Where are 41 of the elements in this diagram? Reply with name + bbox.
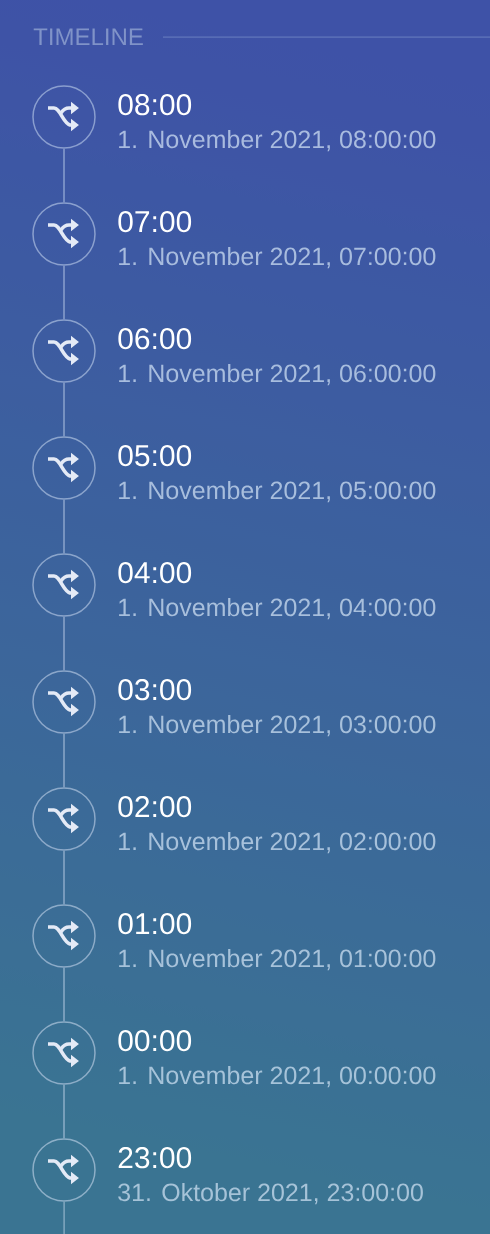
time-label: 01:00 — [118, 913, 192, 935]
connector-line — [63, 148, 65, 203]
timeline-circle — [32, 904, 96, 968]
connector-line — [63, 850, 65, 905]
connector-line — [63, 616, 65, 671]
connector-line — [63, 1201, 65, 1234]
timeline-circle — [32, 553, 96, 617]
connector-line — [63, 733, 65, 788]
connector-line — [63, 967, 65, 1022]
connector-line — [63, 1084, 65, 1139]
date-label: 1. November 2021, 08:00:00 — [119, 129, 436, 152]
date-label: 1. November 2021, 04:00:00 — [119, 597, 436, 620]
date-label: 31. Oktober 2021, 23:00:00 — [118, 1182, 423, 1205]
time-label: 08:00 — [118, 94, 192, 116]
date-label: 1. November 2021, 05:00:00 — [119, 480, 436, 503]
time-label: 06:00 — [118, 328, 192, 350]
timeline-circle — [32, 436, 96, 500]
connector-line — [63, 265, 65, 320]
date-label: 1. November 2021, 00:00:00 — [119, 1065, 436, 1088]
date-label: 1. November 2021, 02:00:00 — [119, 831, 436, 854]
time-label: 23:00 — [118, 1147, 192, 1169]
date-label: 1. November 2021, 01:00:00 — [119, 948, 436, 971]
time-label: 00:00 — [118, 1030, 192, 1052]
timeline-circle — [32, 85, 96, 149]
timeline-circle — [32, 202, 96, 266]
timeline-circle — [32, 1021, 96, 1085]
date-label: 1. November 2021, 03:00:00 — [119, 714, 436, 737]
timeline-circle — [32, 319, 96, 383]
time-label: 04:00 — [118, 562, 192, 584]
timeline-circle — [32, 787, 96, 851]
date-label: 1. November 2021, 07:00:00 — [119, 246, 436, 269]
section-title: TIMELINE — [33, 28, 143, 45]
time-label: 02:00 — [118, 796, 192, 818]
time-label: 07:00 — [118, 211, 192, 233]
date-label: 1. November 2021, 06:00:00 — [119, 363, 436, 386]
time-label: 05:00 — [118, 445, 192, 467]
timeline-circle — [32, 1138, 96, 1202]
time-label: 03:00 — [118, 679, 192, 701]
connector-line — [63, 499, 65, 554]
connector-line — [63, 382, 65, 437]
timeline-circle — [32, 670, 96, 734]
